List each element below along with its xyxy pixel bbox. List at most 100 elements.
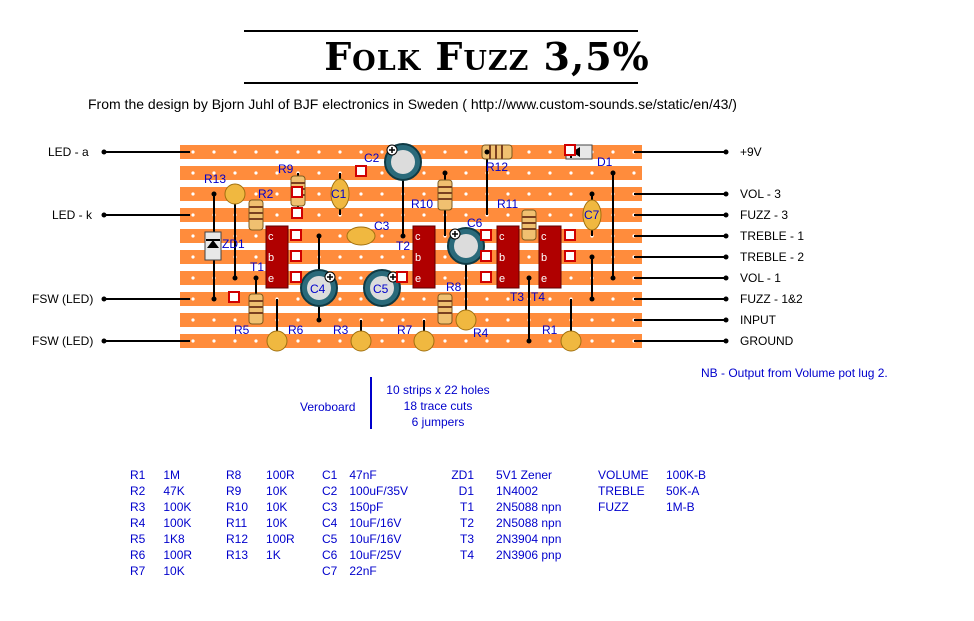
board-hole xyxy=(191,276,195,280)
title-rule-bottom xyxy=(244,82,638,84)
page-title: Folk Fuzz 3,5% xyxy=(324,34,650,79)
board-hole xyxy=(191,171,195,175)
label-t2: T2 xyxy=(396,239,411,253)
board-divider xyxy=(370,377,372,429)
title-rule-top xyxy=(244,30,638,32)
bom-value: 10K xyxy=(163,564,185,578)
label-d1: D1 xyxy=(597,155,613,169)
board-hole xyxy=(632,171,636,175)
label-fsw-led-2: FSW (LED) xyxy=(32,334,94,348)
board-specs: 10 strips x 22 holes 18 trace cuts 6 jum… xyxy=(376,382,500,430)
board-hole xyxy=(317,213,321,217)
bom-value: 22nF xyxy=(349,564,377,578)
board-hole xyxy=(401,318,405,322)
board-hole xyxy=(254,339,258,343)
board-spec-cuts: 18 trace cuts xyxy=(403,399,473,413)
board-hole xyxy=(611,297,615,301)
bom-value: 47K xyxy=(163,484,185,498)
label-zd1: ZD1 xyxy=(222,237,245,251)
board-hole xyxy=(233,150,237,154)
board-hole xyxy=(359,150,363,154)
board-hole xyxy=(506,192,510,196)
label-c7: C7 xyxy=(584,208,600,222)
board-hole xyxy=(212,171,216,175)
bom-ref: C7 xyxy=(322,564,338,578)
bom-value: 5V1 Zener xyxy=(496,468,553,482)
zener-zd1 xyxy=(204,231,222,261)
bom-value: 1M xyxy=(163,468,181,482)
transistor-t1 xyxy=(265,225,289,289)
bom-ref: D1 xyxy=(458,484,474,498)
output-note: NB - Output from Volume pot lug 2. xyxy=(701,366,888,380)
bom-ref: T4 xyxy=(459,548,474,562)
bom-ref: T3 xyxy=(459,532,474,546)
board-hole xyxy=(191,213,195,217)
board-hole xyxy=(548,150,552,154)
board-hole xyxy=(380,318,384,322)
bom-value: 10uF/16V xyxy=(349,516,402,530)
board-hole xyxy=(422,171,426,175)
label-r4: R4 xyxy=(473,326,489,340)
bom-value: 1N4002 xyxy=(496,484,539,498)
resistor-r8 xyxy=(437,293,453,325)
board-hole xyxy=(233,339,237,343)
label-c3: C3 xyxy=(374,219,390,233)
bom-ref: TREBLE xyxy=(598,484,645,498)
svg-text:e: e xyxy=(415,273,421,285)
bom-value: 10K xyxy=(266,500,288,514)
resistor-r2 xyxy=(248,199,264,231)
board-hole xyxy=(506,318,510,322)
bom-value: 100K-B xyxy=(666,468,707,482)
board-hole xyxy=(485,297,489,301)
bom-value: 150pF xyxy=(349,500,384,514)
board-hole xyxy=(548,213,552,217)
resistor-r6 xyxy=(266,330,288,352)
board-hole xyxy=(464,150,468,154)
transistor-t4 xyxy=(538,225,562,289)
bom-row: R2 47K xyxy=(130,483,200,499)
board-hole xyxy=(569,276,573,280)
board-hole xyxy=(275,150,279,154)
board-hole xyxy=(527,192,531,196)
bom-value: 1K xyxy=(266,548,281,562)
svg-text:b: b xyxy=(541,252,547,264)
board-hole xyxy=(569,192,573,196)
svg-text:e: e xyxy=(541,273,547,285)
label-c2: C2 xyxy=(364,151,380,165)
bom-ref: R10 xyxy=(226,500,249,514)
board-hole xyxy=(338,234,342,238)
board-hole xyxy=(443,339,447,343)
bom-ref: R4 xyxy=(130,516,146,530)
board-hole xyxy=(380,150,384,154)
board-hole xyxy=(611,318,615,322)
label-fsw-led-1: FSW (LED) xyxy=(32,292,94,306)
bom-row: R7 10K xyxy=(130,563,200,579)
board-hole xyxy=(359,213,363,217)
bom-ref: R2 xyxy=(130,484,146,498)
bom-value: 100R xyxy=(266,532,295,546)
svg-text:c: c xyxy=(268,231,274,243)
resistor-r3 xyxy=(350,330,372,352)
bom-ref: R7 xyxy=(130,564,146,578)
board-hole xyxy=(254,150,258,154)
svg-text:e: e xyxy=(499,273,505,285)
bom-value: 100K xyxy=(163,500,192,514)
bom-ref: T2 xyxy=(459,516,474,530)
board-hole xyxy=(590,171,594,175)
board-hole xyxy=(317,171,321,175)
board-hole xyxy=(443,150,447,154)
label-r9: R9 xyxy=(278,162,294,176)
board-hole xyxy=(443,276,447,280)
bom-ref: R11 xyxy=(226,516,248,530)
